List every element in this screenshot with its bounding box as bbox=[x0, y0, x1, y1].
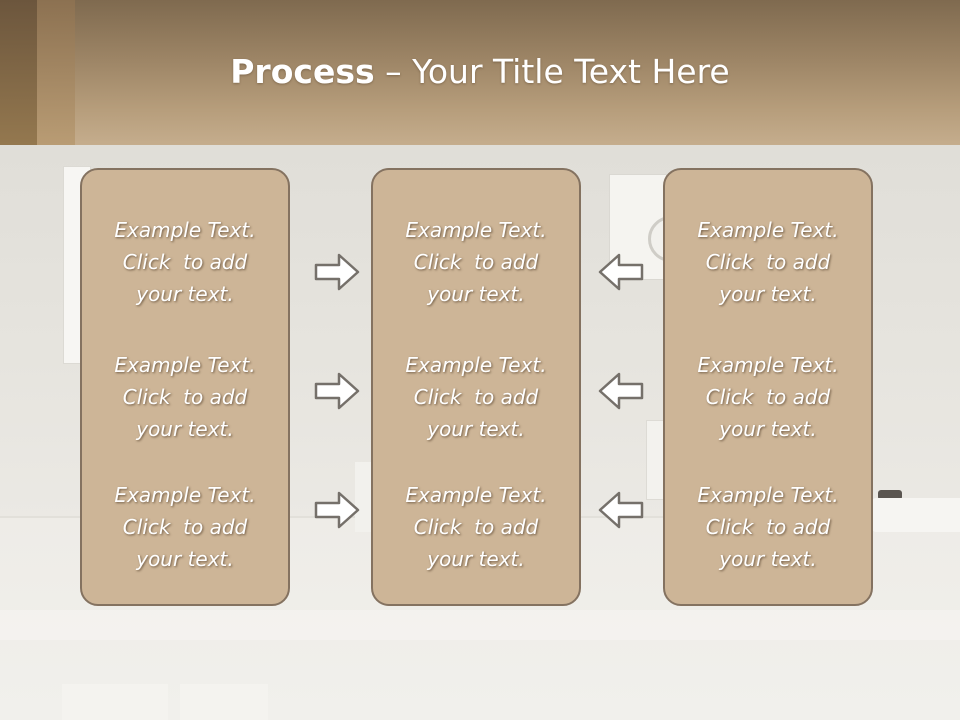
placeholder-text[interactable]: Example Text. Click to add your text. bbox=[665, 214, 871, 310]
placeholder-text[interactable]: Example Text. Click to add your text. bbox=[82, 349, 288, 445]
text-line: Click to add bbox=[413, 515, 539, 539]
title-bold: Process bbox=[230, 52, 375, 91]
title-rest: Your Title Text Here bbox=[412, 52, 730, 91]
placeholder-text[interactable]: Example Text. Click to add your text. bbox=[665, 479, 871, 575]
arrow-right-icon[interactable] bbox=[313, 490, 361, 530]
arrow-right-icon[interactable] bbox=[313, 252, 361, 292]
process-box-right[interactable]: Example Text. Click to add your text. Ex… bbox=[663, 168, 873, 606]
arrow-left-icon[interactable] bbox=[597, 252, 645, 292]
title-separator: – bbox=[374, 52, 413, 91]
background-bed bbox=[872, 498, 960, 532]
process-box-center[interactable]: Example Text. Click to add your text. Ex… bbox=[371, 168, 581, 606]
text-line: Example Text. bbox=[697, 218, 839, 242]
arrow-left-icon[interactable] bbox=[597, 490, 645, 530]
text-line: Example Text. bbox=[114, 353, 256, 377]
header-accent-stripe bbox=[0, 0, 37, 145]
placeholder-text[interactable]: Example Text. Click to add your text. bbox=[665, 349, 871, 445]
text-line: Click to add bbox=[705, 515, 831, 539]
header-band: Process – Your Title Text Here bbox=[0, 0, 960, 145]
background-pillow bbox=[878, 490, 902, 500]
text-line: your text. bbox=[136, 547, 234, 571]
placeholder-text[interactable]: Example Text. Click to add your text. bbox=[373, 349, 579, 445]
text-line: Click to add bbox=[122, 385, 248, 409]
slide-title[interactable]: Process – Your Title Text Here bbox=[0, 52, 960, 91]
text-line: your text. bbox=[427, 547, 525, 571]
floor-reflection bbox=[0, 610, 960, 640]
text-line: Click to add bbox=[122, 515, 248, 539]
text-line: your text. bbox=[427, 282, 525, 306]
text-line: your text. bbox=[427, 417, 525, 441]
header-accent-stripe bbox=[37, 0, 75, 145]
text-line: your text. bbox=[136, 282, 234, 306]
text-line: your text. bbox=[136, 417, 234, 441]
text-line: your text. bbox=[719, 547, 817, 571]
text-line: your text. bbox=[719, 282, 817, 306]
placeholder-text[interactable]: Example Text. Click to add your text. bbox=[82, 479, 288, 575]
text-line: Click to add bbox=[705, 250, 831, 274]
text-line: your text. bbox=[719, 417, 817, 441]
text-line: Example Text. bbox=[697, 483, 839, 507]
text-line: Click to add bbox=[413, 250, 539, 274]
text-line: Example Text. bbox=[114, 483, 256, 507]
text-line: Example Text. bbox=[405, 353, 547, 377]
placeholder-text[interactable]: Example Text. Click to add your text. bbox=[373, 479, 579, 575]
arrow-left-icon[interactable] bbox=[597, 371, 645, 411]
background-box bbox=[180, 684, 268, 720]
placeholder-text[interactable]: Example Text. Click to add your text. bbox=[373, 214, 579, 310]
placeholder-text[interactable]: Example Text. Click to add your text. bbox=[82, 214, 288, 310]
process-box-left[interactable]: Example Text. Click to add your text. Ex… bbox=[80, 168, 290, 606]
text-line: Click to add bbox=[705, 385, 831, 409]
text-line: Example Text. bbox=[697, 353, 839, 377]
text-line: Example Text. bbox=[114, 218, 256, 242]
arrow-right-icon[interactable] bbox=[313, 371, 361, 411]
text-line: Example Text. bbox=[405, 483, 547, 507]
background-box bbox=[62, 684, 168, 720]
text-line: Example Text. bbox=[405, 218, 547, 242]
text-line: Click to add bbox=[122, 250, 248, 274]
text-line: Click to add bbox=[413, 385, 539, 409]
